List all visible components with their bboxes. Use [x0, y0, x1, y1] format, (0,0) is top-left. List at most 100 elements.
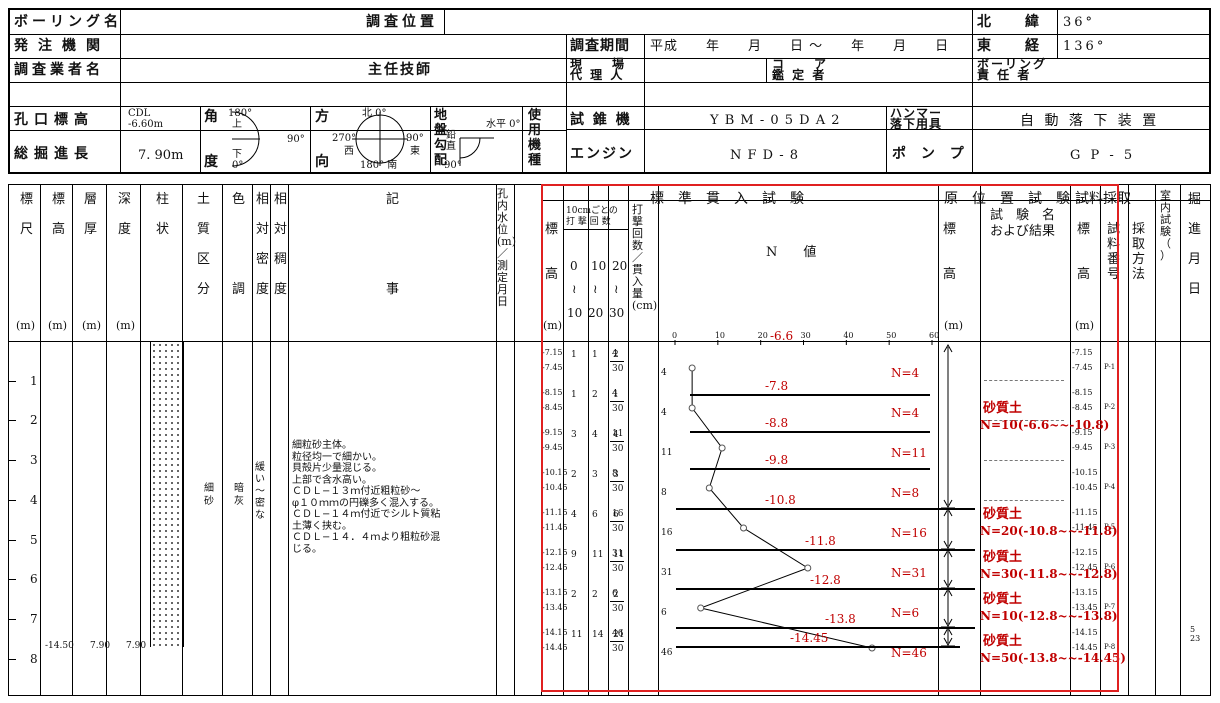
dashed-line	[984, 460, 1064, 461]
boundary-label: -11.8	[805, 534, 836, 548]
boundary-line	[676, 549, 975, 551]
boundary-label: -8.8	[765, 416, 789, 430]
n-value-point	[804, 564, 812, 572]
spt-blow: 3	[571, 430, 577, 440]
angle-up-label: 上	[232, 119, 242, 130]
sample-method-header: 採 取 方 法	[1132, 222, 1146, 282]
chief-engineer-label: 主任技師	[368, 62, 432, 78]
scale-mark-1: 1	[30, 373, 38, 388]
arrow-head	[943, 618, 953, 628]
n-label: N=16	[891, 526, 927, 540]
boundary-label: -10.8	[765, 493, 796, 507]
insitu-name-header: 試 験 名 および結果	[990, 208, 1056, 239]
spt-bottom-elev: -8.45	[542, 403, 563, 412]
spt-bottom-elev: -11.45	[542, 523, 568, 532]
consistency-header: 相 対 稠 度	[274, 192, 288, 297]
unit-depth: (m)	[116, 319, 136, 332]
blows-title: 10cmごとの 打 撃 回 数	[566, 206, 618, 227]
spt-count-line	[610, 561, 624, 562]
spt-elevation-header: 標 高	[545, 222, 559, 282]
latitude-label: 北 緯	[977, 14, 1041, 30]
scale-tick	[8, 499, 16, 501]
column-divider	[608, 184, 609, 696]
n-value-point	[688, 364, 696, 372]
spt-bottom-elev: -14.45	[542, 643, 568, 652]
sample-top-elev: -7.15	[1072, 348, 1093, 357]
spt-top-elev: -10.15	[542, 468, 568, 477]
sample-title-line	[1070, 200, 1155, 201]
insitu-result-name: 砂質土	[983, 401, 1023, 416]
spt-count-line	[610, 641, 624, 642]
column-divider	[563, 184, 564, 696]
column-divider	[252, 184, 253, 696]
n-axis-tick: 60	[929, 331, 940, 340]
n-axis-tick: 10	[714, 331, 726, 340]
spt-penetration: 30	[612, 404, 624, 414]
scale-mark-5: 5	[30, 532, 38, 547]
spt-penetration: 30	[612, 644, 624, 654]
site-agent-label: 現 場 代 理 人	[570, 57, 627, 82]
spt-count: 6	[612, 589, 618, 599]
sample-bottom-elev: -8.45	[1072, 403, 1093, 412]
blow-count-header: 打 撃 回 数 ／ 貫 入 量 (cm)	[632, 203, 658, 312]
water-level-header: 孔 内 水 位 (m) ／ 測 定 月 日	[497, 187, 517, 308]
spt-top-elev: -7.15	[542, 348, 563, 357]
sample-number: P-6	[1104, 563, 1116, 571]
column-divider	[628, 184, 629, 696]
column-divider	[222, 184, 223, 696]
spt-blow: 6	[613, 510, 619, 520]
progress-date: 5 23	[1190, 625, 1201, 643]
spt-blow: 1	[571, 390, 577, 400]
hammer-value: 自 動 落 下 装 置	[1020, 113, 1160, 129]
longitude-value: 136°	[1063, 39, 1107, 54]
n-axis-tick: 40	[843, 331, 854, 340]
compass-north: 北 0°	[362, 108, 387, 119]
slope-horizontal: 水平 0°	[486, 119, 521, 130]
spt-count: 4	[612, 389, 618, 399]
boundary-line	[690, 394, 930, 396]
header-table: ボーリング名 調査位置 北 緯 36° 発注機関 調査期間 平成 年 月 日 ～…	[8, 8, 1211, 174]
sample-top-elev: -12.15	[1072, 548, 1098, 557]
spt-count-side: 11	[661, 448, 673, 458]
boring-manager-label: ボーリング 責 任 者	[977, 57, 1048, 82]
slope-90: 90°	[444, 160, 462, 171]
spt-title: 標 準 貫 入 試 験	[650, 191, 804, 207]
sample-top-elev: -9.15	[1072, 428, 1093, 437]
relative-density: 緩 い 〜 密 な	[255, 462, 265, 521]
spt-bottom-elev: -9.45	[542, 443, 563, 452]
compass-east-deg: 90°	[406, 133, 424, 144]
client-label: 発注機関	[14, 38, 110, 54]
spt-count-side: 46	[661, 648, 673, 658]
collar-elevation-label: 孔口標高	[14, 112, 94, 128]
blow-scale-tilde: ≀	[614, 282, 619, 296]
spt-blow: 2	[592, 390, 598, 400]
column-divider	[1180, 184, 1181, 696]
column-divider	[140, 184, 141, 696]
spt-count: 46	[612, 629, 624, 639]
sample-number: P-1	[1104, 363, 1116, 371]
survey-location-label: 調査位置	[366, 14, 438, 30]
spt-blow: 1	[571, 350, 577, 360]
equipment-label: 使 用 機 種	[528, 108, 542, 168]
spt-bottom-elev: -13.45	[542, 603, 568, 612]
sample-top-elev: -13.15	[1072, 588, 1098, 597]
spt-penetration: 30	[612, 364, 624, 374]
n-axis-tick: 0	[672, 331, 678, 340]
sample-number: P-2	[1104, 403, 1116, 411]
n-label: N=8	[891, 486, 920, 500]
sample-bottom-elev: -14.45	[1072, 643, 1098, 652]
scale-mark-7: 7	[30, 611, 38, 626]
n-value-point	[705, 484, 713, 492]
n-label: N=11	[891, 446, 927, 460]
engine-value: N F D - 8	[730, 148, 800, 163]
n-label: N=4	[891, 366, 920, 380]
engine-label: エンジン	[570, 146, 634, 162]
spt-blow: 2	[613, 590, 619, 600]
spt-count-side: 6	[661, 608, 667, 618]
spt-penetration: 30	[612, 524, 624, 534]
layer-depth: 7.90	[126, 641, 147, 651]
scale-tick	[8, 658, 16, 660]
spt-top-elev: -8.15	[542, 388, 563, 397]
spt-count: 8	[612, 469, 618, 479]
drill-value: Y B M - 0 5 D A 2	[710, 113, 841, 128]
